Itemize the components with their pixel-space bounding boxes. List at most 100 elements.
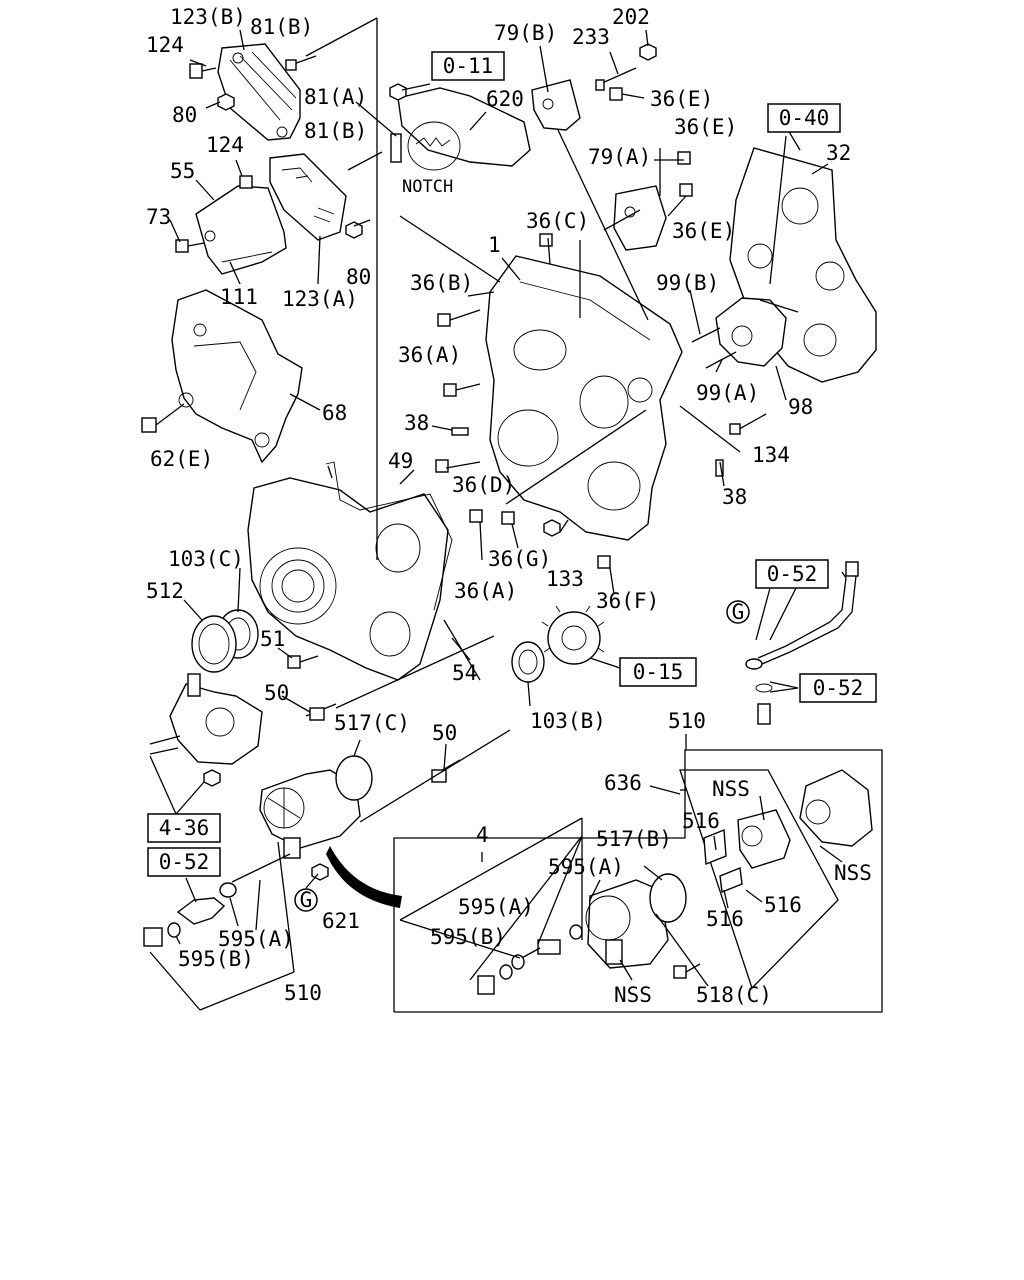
pump-436 [149,673,263,765]
label-134: 134 [752,443,790,467]
bracket-79a [613,185,667,251]
label-80-top: 80 [172,103,197,127]
ref-box-0-15[interactable]: 0-15 [619,657,697,687]
label-98: 98 [788,395,813,419]
inset-box-636 [679,769,839,990]
label-81b-top: 81(B) [250,15,313,39]
g-marker-bottom: G [294,888,318,912]
callout-labels: 123(B) 81(B) 124 80 81(A) 81(B) 124 55 7… [146,5,872,1007]
ref-box-0-40[interactable]: 0-40 [767,103,841,133]
bolt-36a-bot [469,509,483,523]
label-595a-left: 595(A) [218,927,294,951]
label-36e-2: 36(E) [674,115,737,139]
label-1: 1 [488,233,501,257]
label-99b: 99(B) [656,271,719,295]
ref-box-4-36-text: 4-36 [159,816,210,840]
label-38-bot: 38 [722,485,747,509]
label-133: 133 [546,567,584,591]
stud-81b-top [285,55,317,71]
ref-box-0-52-right-1[interactable]: 0-52 [755,559,829,589]
label-36f: 36(F) [596,589,659,613]
ref-box-4-36[interactable]: 4-36 [147,813,221,843]
bolt-36f [597,555,611,569]
label-123b-top: 123(B) [170,5,246,29]
label-38-top: 38 [404,411,429,435]
label-80-mid: 80 [346,265,371,289]
label-62e: 62(E) [150,447,213,471]
bolt-233 [595,67,637,91]
stud-81a [390,133,402,163]
label-36e-1: 36(E) [650,87,713,111]
housing-68 [171,289,303,464]
seal-512 [191,615,237,673]
gasket-620 [397,87,531,171]
pin-38-bot [715,459,724,477]
seal-103b [511,641,545,683]
ref-box-0-52-right-2-text: 0-52 [813,676,864,700]
label-49: 49 [388,449,413,473]
inset-washer-2 [499,964,513,980]
pump-98 [715,297,799,367]
inset-bolt-595b [477,975,495,995]
nut-436 [203,769,221,787]
bolt-124-top [189,63,217,79]
bolt-124-mid [239,175,253,189]
label-516-3: 516 [764,893,802,917]
label-233: 233 [572,25,610,49]
label-nss-1: NSS [712,777,750,801]
ref-box-0-11[interactable]: 0-11 [431,51,505,81]
label-512: 512 [146,579,184,603]
stud-50-right [431,759,461,783]
label-81a: 81(A) [304,85,367,109]
stud-99a [705,351,737,369]
pipe-052 [745,561,859,670]
inset-bolt-518c [673,963,701,979]
g-marker-bottom-text: G [300,888,313,912]
label-620: 620 [486,87,524,111]
inset-box-510 [393,749,883,1013]
gear-case-1 [485,255,683,541]
inset-oring-1 [569,924,583,940]
label-517b: 517(B) [596,827,672,851]
bolt-51 [287,655,319,669]
cover-55 [195,185,287,275]
label-517c: 517(C) [334,711,410,735]
label-516-2: 516 [706,907,744,931]
label-79a: 79(A) [588,145,651,169]
label-621: 621 [322,909,360,933]
g-marker-top: G [726,600,750,624]
label-4: 4 [476,823,489,847]
label-202: 202 [612,5,650,29]
bolt-052 [755,683,773,725]
label-518c: 518(C) [696,983,772,1007]
label-73: 73 [146,205,171,229]
label-103b: 103(B) [530,709,606,733]
label-32: 32 [826,141,851,165]
label-636: 636 [604,771,642,795]
ref-box-0-15-text: 0-15 [633,660,684,684]
label-124-mid: 124 [206,133,244,157]
bolt-36a-top [443,383,481,397]
label-36c: 36(C) [526,209,589,233]
inset-housing-nss [799,769,873,847]
label-36b: 36(B) [410,271,473,295]
inset-rotor [737,809,791,869]
ref-box-0-52-right-2[interactable]: 0-52 [799,673,877,703]
arrow-curve [326,846,402,908]
ref-box-0-40-text: 0-40 [779,106,830,130]
label-51: 51 [260,627,285,651]
label-123a: 123(A) [282,287,358,311]
g-marker-top-text: G [732,600,745,624]
ref-box-0-52-left[interactable]: 0-52 [147,847,221,877]
leader-lines [149,17,843,1011]
pin-38-top [451,427,469,436]
inset-washer-1 [511,954,525,970]
stud-134 [729,413,767,435]
nut-80-top [217,93,235,111]
bolt-62e [141,403,185,433]
label-36g: 36(G) [488,547,551,571]
washer-595b-left [167,922,181,938]
label-81b-mid: 81(B) [304,119,367,143]
label-595b-inset: 595(B) [430,925,506,949]
label-36a-top: 36(A) [398,343,461,367]
